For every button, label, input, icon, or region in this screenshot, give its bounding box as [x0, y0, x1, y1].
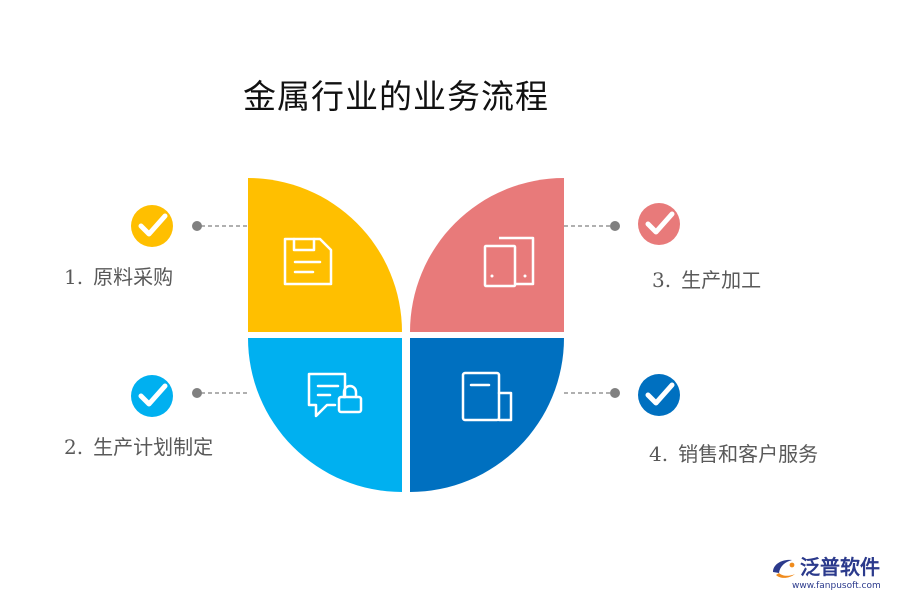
check-icon-step-4: [638, 374, 680, 416]
petal-step-3: [410, 178, 564, 332]
brand-url: www.fanpusoft.com: [792, 581, 881, 591]
check-icon-step-1: [131, 205, 173, 247]
brand-mark-icon: [773, 559, 795, 578]
step-label-2: 2.生产计划制定: [64, 435, 214, 459]
step-label-4: 4.销售和客户服务: [649, 442, 819, 466]
brand-name: 泛普软件: [800, 555, 880, 579]
page-title: 金属行业的业务流程: [243, 77, 549, 116]
connector-step-1: [192, 221, 248, 231]
brand-logo: 泛普软件 www.fanpusoft.com: [768, 554, 892, 594]
step-label-1: 1.原料采购: [64, 265, 174, 289]
connector-step-3: [564, 221, 620, 231]
copy-docs-icon: [483, 236, 535, 288]
petal-step-4: [410, 338, 564, 492]
check-icon-step-2: [131, 375, 173, 417]
petal-step-2: [248, 338, 402, 492]
connector-step-2: [192, 388, 248, 398]
petal-step-1: [248, 178, 402, 332]
chat-lock-icon: [307, 372, 363, 418]
connector-step-4: [564, 388, 620, 398]
document-icon: [461, 371, 513, 422]
step-label-3: 3.生产加工: [652, 268, 762, 292]
check-icon-step-3: [638, 203, 680, 245]
floppy-disk-icon: [283, 237, 333, 286]
